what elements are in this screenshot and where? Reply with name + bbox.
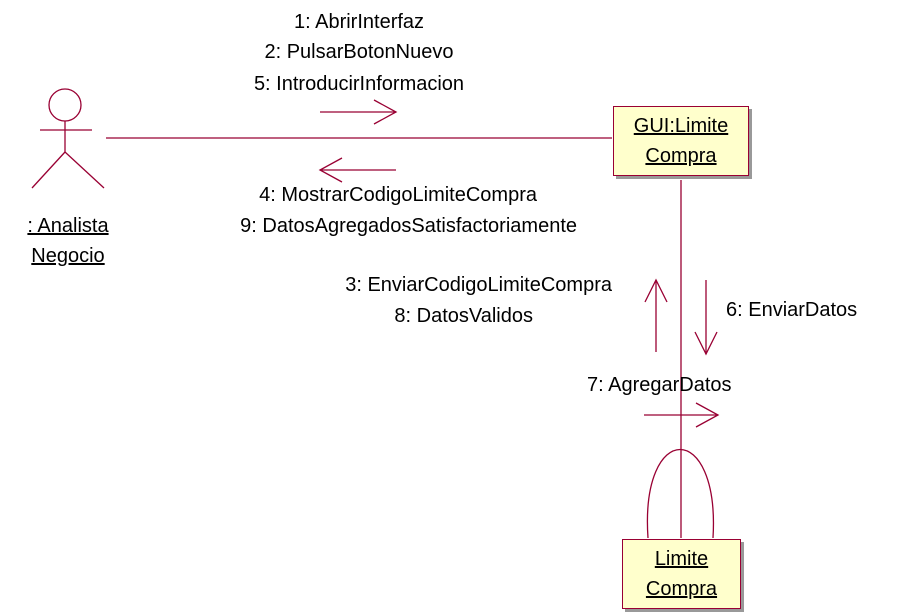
message-6-label: 6: EnviarDatos [726, 299, 858, 321]
arrow-up-messages [644, 278, 668, 352]
message-2-label: 2: PulsarBotonNuevo [264, 41, 454, 63]
object-gui-line1: GUI:Limite [633, 115, 729, 137]
actor-figure [31, 88, 105, 189]
actor-name-line2: Negocio [31, 245, 105, 267]
arrow-left-messages [318, 157, 396, 183]
object-limite-line1: Limite [654, 548, 709, 570]
object-gui-line2: Compra [645, 145, 717, 167]
self-link-loop [646, 448, 715, 539]
object-limite-line2: Compra [645, 578, 718, 600]
message-5-label: 5: IntroducirInformacion [253, 73, 465, 95]
arrow-self-message [644, 402, 720, 428]
actor-name-line1: : Analista [27, 215, 109, 237]
object-limite-compra[interactable]: Limite Compra [622, 539, 741, 609]
message-9-label: 9: DatosAgregadosSatisfactoriamente [240, 215, 577, 237]
actor-label: : Analista Negocio [5, 214, 131, 268]
message-1-label: 1: AbrirInterfaz [293, 11, 425, 33]
message-8-label: 8: DatosValidos [394, 305, 533, 327]
arrow-down-message [694, 280, 718, 356]
message-3-label: 3: EnviarCodigoLimiteCompra [345, 274, 612, 296]
message-4-label: 4: MostrarCodigoLimiteCompra [259, 184, 537, 206]
object-gui-limite-compra[interactable]: GUI:Limite Compra [613, 106, 749, 176]
arrow-right-messages [320, 99, 398, 125]
message-7-label: 7: AgregarDatos [587, 374, 732, 396]
